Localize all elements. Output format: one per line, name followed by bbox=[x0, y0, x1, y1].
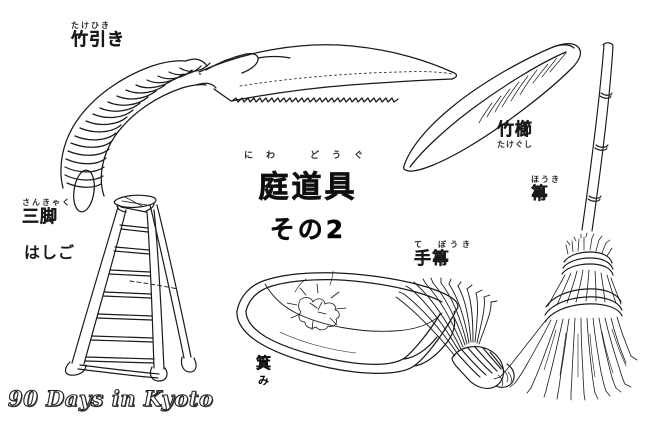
label-bamboo-comb-text: 竹櫛 bbox=[497, 120, 533, 140]
bamboo-comb-drawing bbox=[403, 43, 582, 172]
label-broom-furigana: ほうき bbox=[531, 175, 561, 184]
label-dustpan-kanji: 箕 bbox=[254, 355, 272, 370]
label-hand-broom-furigana: て ぼうき bbox=[414, 240, 474, 249]
hand-broom-drawing bbox=[395, 277, 515, 389]
label-broom-text: 箒 bbox=[531, 184, 549, 204]
title-kanji: 庭道具 bbox=[258, 170, 358, 206]
dustpan-drawing bbox=[236, 270, 459, 374]
title-subtitle: その2 bbox=[269, 215, 347, 244]
tripod-ladder-drawing bbox=[64, 194, 197, 382]
title-furigana: にわ どうぐ bbox=[244, 151, 377, 161]
label-ladder-text: はしご bbox=[24, 243, 76, 262]
label-bamboo-comb: 竹櫛 たけぐし bbox=[497, 120, 533, 149]
label-dustpan: 箕 み bbox=[253, 355, 274, 388]
label-broom: ほうき 箒 bbox=[531, 176, 561, 203]
label-hand-broom: て ぼうき 手箒 bbox=[414, 241, 474, 268]
long-broom-drawing bbox=[493, 42, 638, 401]
label-saw-furigana: たけひき bbox=[71, 21, 111, 30]
label-saw-text: 竹引き bbox=[71, 30, 125, 50]
label-bamboo-comb-furigana: たけぐし bbox=[497, 140, 533, 149]
page-title: にわ どうぐ 庭道具 その2 bbox=[240, 148, 376, 246]
bamboo-saw-drawing bbox=[60, 44, 458, 213]
label-tripod-furigana: さんきゃく bbox=[22, 198, 72, 207]
label-dustpan-furigana: み bbox=[258, 374, 269, 387]
label-tripod-text: 三脚 bbox=[22, 207, 58, 227]
signature-text: 90 Days in Kyoto bbox=[7, 385, 214, 411]
label-tripod: さんきゃく 三脚 bbox=[22, 199, 72, 226]
label-saw: たけひき 竹引き bbox=[71, 22, 125, 49]
label-hand-broom-text: 手箒 bbox=[414, 249, 450, 269]
